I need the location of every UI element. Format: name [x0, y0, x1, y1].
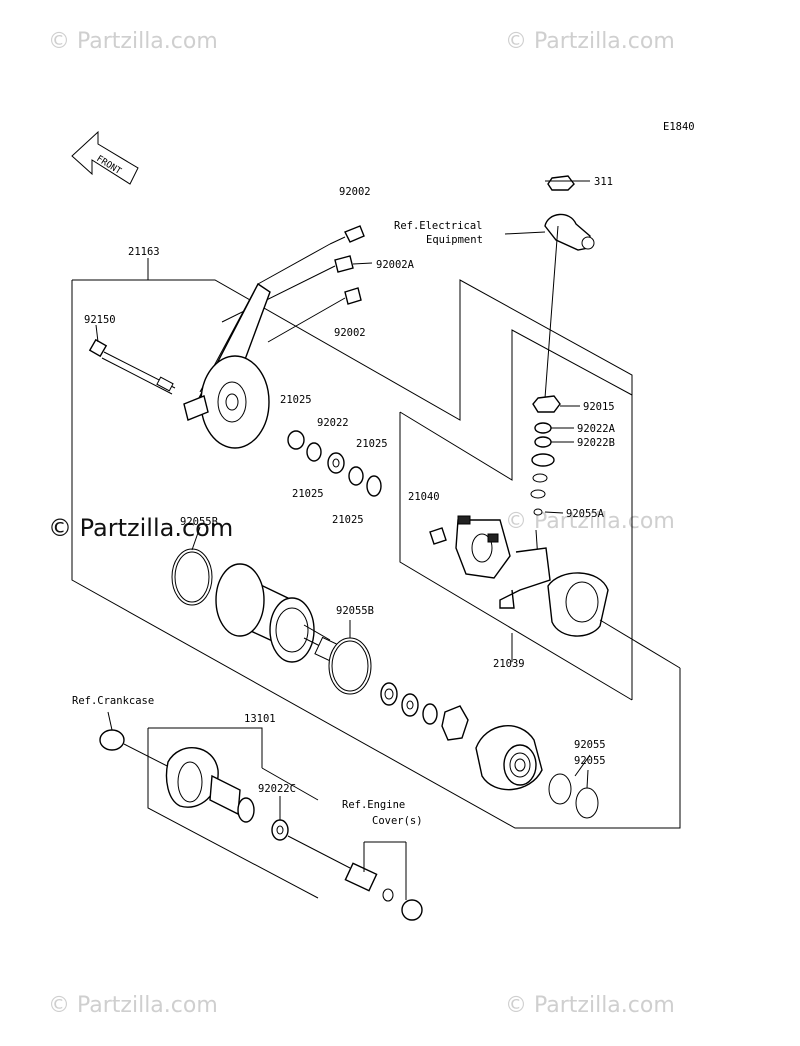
terminal-nut-stack	[530, 225, 561, 516]
label-21040: 21040	[408, 491, 440, 503]
o-ring-92055B-right	[328, 637, 372, 695]
ref-crankcase: Ref.Crankcase	[72, 695, 154, 707]
front-arrow-icon: FRONT	[71, 130, 139, 185]
label-311: 311	[594, 176, 613, 188]
label-92055B-left: 92055B	[180, 516, 218, 528]
watermark-bottom-left: © Partzilla.com	[48, 993, 218, 1018]
label-21025-d: 21025	[332, 514, 364, 526]
label-92150: 92150	[84, 314, 116, 326]
starter-front-housing	[475, 725, 543, 791]
label-13101: 13101	[244, 713, 276, 725]
watermark-center-left: © Partzilla.com	[48, 514, 233, 542]
label-92055B-right: 92055B	[336, 605, 374, 617]
part-labels: 92002 92002A 92002 21163 92150 311 92015…	[84, 176, 616, 795]
watermark-group: © Partzilla.com © Partzilla.com © Partzi…	[48, 29, 675, 1018]
label-92022A: 92022A	[577, 423, 616, 435]
bolt-92002-bottom	[267, 287, 362, 343]
nut-311	[547, 175, 575, 191]
ref-engine-cover-line2: Cover(s)	[372, 815, 423, 827]
leader-lines	[95, 180, 591, 900]
long-bolt-92150	[88, 338, 176, 395]
terminal-cap	[544, 213, 595, 251]
label-92002-top: 92002	[339, 186, 371, 198]
label-92022: 92022	[317, 417, 349, 429]
shaft-washers	[380, 682, 469, 741]
brush-holder-assembly	[429, 515, 681, 669]
label-21163: 21163	[128, 246, 160, 258]
diagram-code: E1840	[663, 121, 695, 133]
watermark-center-right: © Partzilla.com	[505, 509, 675, 534]
label-92002-bottom: 92002	[334, 327, 366, 339]
label-92055A: 92055A	[566, 508, 605, 520]
label-21025-c: 21025	[292, 488, 324, 500]
label-21025-a: 21025	[280, 394, 312, 406]
starter-gear-13101	[99, 729, 289, 841]
label-92055-b: 92055	[574, 755, 606, 767]
ref-engine-cover-line1: Ref.Engine	[342, 799, 405, 811]
starter-motor-body	[215, 563, 338, 663]
label-92002A: 92002A	[376, 259, 415, 271]
label-92022C: 92022C	[258, 783, 296, 795]
starter-end-cover	[183, 282, 271, 449]
label-92015: 92015	[583, 401, 615, 413]
washers-21025-stack	[287, 430, 382, 497]
o-ring-92055B-left	[171, 548, 213, 606]
reference-labels: Ref.Electrical Equipment Ref.Crankcase R…	[72, 220, 483, 827]
bolt-92002A	[221, 255, 354, 323]
label-92022B: 92022B	[577, 437, 615, 449]
ref-electrical-line2: Equipment	[426, 234, 483, 246]
spring-and-washer	[287, 835, 423, 921]
assembly-outlines	[71, 279, 681, 899]
watermark-top-right: © Partzilla.com	[505, 29, 675, 54]
label-21039: 21039	[493, 658, 525, 670]
ref-electrical-line1: Ref.Electrical	[394, 220, 483, 232]
watermark-top-left: © Partzilla.com	[48, 29, 218, 54]
o-rings-92055	[548, 773, 599, 819]
watermark-bottom-right: © Partzilla.com	[505, 993, 675, 1018]
label-92055-a: 92055	[574, 739, 606, 751]
label-21025-b: 21025	[356, 438, 388, 450]
